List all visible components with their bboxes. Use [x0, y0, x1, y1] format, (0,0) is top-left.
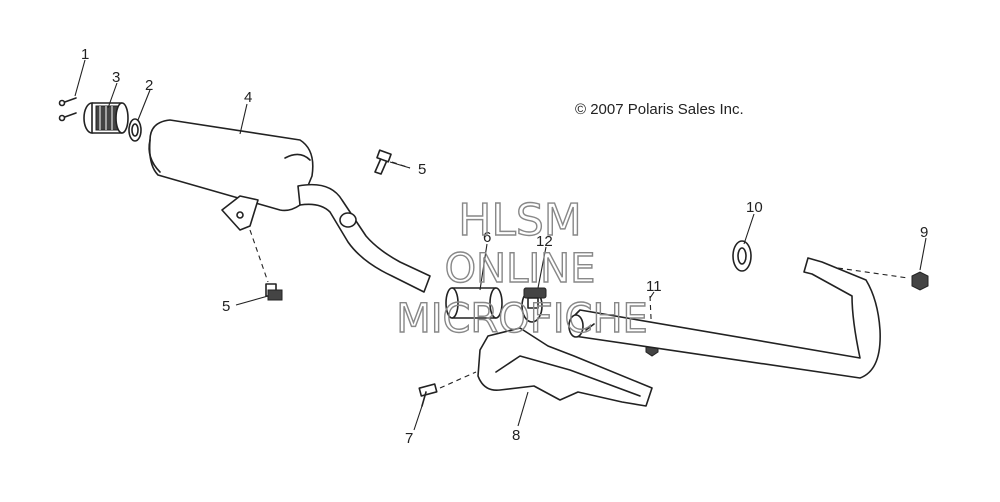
part-9-flange-nut[interactable] — [837, 267, 929, 291]
part-10-exhaust-gasket[interactable] — [732, 240, 752, 272]
callout-5-lower: 5 — [222, 298, 230, 315]
watermark-line-3: MICROFICHE — [396, 296, 648, 342]
part-2-gasket[interactable] — [128, 118, 142, 142]
part-1-screws[interactable] — [58, 97, 77, 122]
watermark: HLSM ONLINE MICROFICHE — [395, 194, 648, 342]
copyright-text: © 2007 Polaris Sales Inc. — [575, 101, 744, 118]
leader-lines — [74, 59, 927, 431]
callout-4: 4 — [244, 89, 252, 106]
callout-5-upper: 5 — [418, 161, 426, 178]
callout-1: 1 — [81, 46, 89, 63]
part-3-spark-arrestor[interactable] — [83, 102, 129, 134]
part-12-clamp[interactable] — [521, 287, 547, 323]
callout-8: 8 — [512, 427, 520, 444]
header-pipe[interactable] — [568, 257, 881, 379]
callout-10: 10 — [746, 199, 763, 216]
callout-12: 12 — [536, 233, 553, 250]
callout-2: 2 — [145, 77, 153, 94]
watermark-line-1: HLSM — [458, 195, 582, 246]
part-7-screw[interactable] — [418, 371, 477, 407]
callout-11: 11 — [646, 278, 662, 295]
part-6-coupler[interactable] — [445, 287, 503, 319]
callout-6: 6 — [483, 229, 491, 246]
part-8-heat-shield[interactable] — [477, 327, 653, 407]
part-4-muffler[interactable] — [148, 119, 431, 293]
callout-3: 3 — [112, 69, 120, 86]
part-5-bolt-upper[interactable] — [374, 149, 411, 175]
part-5-bolt-lower[interactable] — [249, 229, 283, 301]
watermark-line-2: ONLINE — [445, 246, 596, 292]
callout-7: 7 — [405, 430, 413, 447]
callout-9: 9 — [920, 224, 928, 241]
